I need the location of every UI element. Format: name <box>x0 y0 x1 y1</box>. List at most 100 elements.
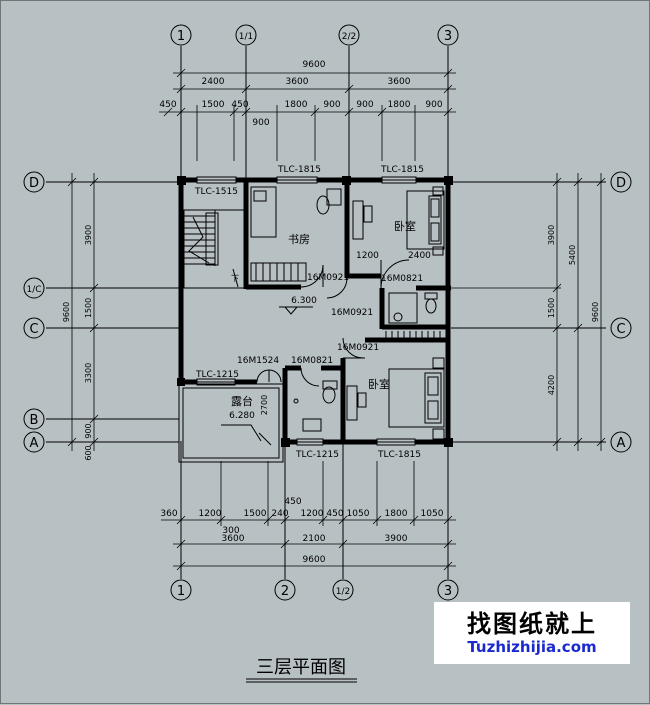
window-label: TLC-1515 <box>194 187 238 197</box>
left-dimensions: 3900 1500 3300 900 600 9600 <box>62 173 99 461</box>
dim-bottom-row1: 240 <box>271 509 288 519</box>
terrace: 露台 6.280 <box>178 383 284 463</box>
brand-slogan: 找图纸就上 <box>467 610 597 638</box>
dim-top-row1: 3600 <box>388 77 411 87</box>
dim-bottom-small: 300 <box>222 526 239 536</box>
axis-label-right: A <box>617 436 626 451</box>
brand-url: Tuzhizhijia.com <box>467 638 597 656</box>
dim-left-row1: 3300 <box>84 363 93 383</box>
axis-label-left: B <box>30 413 39 428</box>
dim-bottom-small: 450 <box>284 497 301 507</box>
dim-top-row1: 3600 <box>286 77 309 87</box>
dim-bottom-row1: 1050 <box>347 509 370 519</box>
dim-top-extra: 900 <box>252 118 269 128</box>
dim-right-row2: 5400 <box>568 245 577 265</box>
window-label: TLC-1815 <box>277 165 321 175</box>
dim-bottom-row2: 2100 <box>303 534 326 544</box>
window-label: TLC-1215 <box>295 450 339 460</box>
axis-label-left: 1/C <box>26 285 41 295</box>
window-label: TLC-1815 <box>377 450 421 460</box>
dim-bottom-row1: 1050 <box>421 509 444 519</box>
dim-top-total: 9600 <box>303 60 326 70</box>
bedroom-bottom-furniture: 卧室 <box>346 357 445 440</box>
dim-top-row2: 900 <box>356 100 373 110</box>
inner-dim: 2700 <box>260 395 269 415</box>
elev-main: 6.300 <box>291 296 317 306</box>
dim-top-row2: 1800 <box>388 100 411 110</box>
doors <box>256 259 410 387</box>
dim-top-row2: 900 <box>425 100 442 110</box>
dim-top-row1: 2400 <box>202 77 225 87</box>
axis-lines <box>46 46 606 579</box>
bath-lower-fixtures <box>293 380 338 432</box>
dim-left-total: 9600 <box>62 302 71 322</box>
door-label: 16M0921 <box>307 273 349 283</box>
dim-bottom-row1: 1200 <box>199 509 222 519</box>
dim-top-row2: 1500 <box>202 100 225 110</box>
axis-label-left: D <box>29 176 39 191</box>
axis-label-left: A <box>30 436 39 451</box>
drawing-title: 三层平面图 <box>256 657 346 678</box>
door-label: 16M1524 <box>237 356 279 366</box>
right-dimensions: 3900 1500 4200 5400 9600 <box>451 173 606 451</box>
dim-bottom-row1: 1800 <box>385 509 408 519</box>
axis-label-left: C <box>29 322 38 337</box>
axis-label-bottom: 2 <box>281 584 289 599</box>
dim-bottom-row2: 3600 <box>222 534 245 544</box>
door-label: 16M0921 <box>331 308 373 318</box>
walls <box>177 176 453 447</box>
door-label: 16M0821 <box>381 274 423 284</box>
left-axis-bubbles: D 1/C C B A <box>23 171 45 453</box>
dim-bottom-row1: 1200 <box>301 509 324 519</box>
bedroom-top-furniture: 卧室 <box>352 186 445 256</box>
dim-right-total: 9600 <box>591 302 600 322</box>
bottom-axis-bubbles: 1 2 1/2 3 <box>170 579 459 601</box>
axis-label-top: 1/1 <box>239 32 253 42</box>
inner-dim: 1200 <box>356 251 379 261</box>
top-dimensions: 9600 2400 3600 3600 450 1500 450 1800 90… <box>159 60 456 161</box>
elevation-mark: 6.300 <box>279 296 317 315</box>
room-bedroom-top: 卧室 <box>394 219 416 233</box>
door-label: 16M0821 <box>291 356 333 366</box>
door-label: 16M0921 <box>337 343 379 353</box>
watermark-logo: 找图纸就上 Tuzhizhijia.com <box>434 602 630 664</box>
dim-top-row2: 1800 <box>285 100 308 110</box>
room-bedroom-bottom: 卧室 <box>368 377 390 391</box>
dim-left-row1: 1500 <box>84 298 93 318</box>
dim-top-row2: 900 <box>323 100 340 110</box>
study-furniture: 书房 <box>250 186 342 282</box>
window-label: TLC-1815 <box>380 165 424 175</box>
dim-right-row1: 4200 <box>547 375 556 395</box>
axis-label-top: 1 <box>177 29 185 44</box>
axis-label-bottom: 1 <box>177 584 185 599</box>
dim-top-row2: 450 <box>231 100 248 110</box>
axis-label-right: D <box>616 176 626 191</box>
dim-bottom-total: 9600 <box>303 555 326 565</box>
dim-bottom-row1: 1500 <box>244 509 267 519</box>
axis-label-right: C <box>616 322 625 337</box>
axis-label-bottom: 3 <box>444 584 452 599</box>
opening-labels: TLC-1515 TLC-1815 TLC-1815 TLC-1215 TLC-… <box>194 165 431 460</box>
staircase: 下 <box>183 209 247 289</box>
windows <box>196 176 417 446</box>
dim-right-row1: 3900 <box>547 225 556 245</box>
elev-terrace: 6.280 <box>229 411 255 421</box>
dim-bottom-row1: 450 <box>326 509 343 519</box>
window-label: TLC-1215 <box>195 370 239 380</box>
bath-upper-fixtures <box>385 292 447 339</box>
dim-left-row1: 3900 <box>84 225 93 245</box>
top-axis-bubbles: 1 1/1 2/2 3 <box>170 24 459 46</box>
bottom-dimensions: 360 1200 1500 240 1200 450 1050 1800 105… <box>160 461 456 571</box>
inner-dim: 2400 <box>408 251 431 261</box>
stair-down-mark: 下 <box>231 274 239 283</box>
right-axis-bubbles: D C A <box>610 171 632 453</box>
dim-left-row1: 900 <box>84 423 93 438</box>
dim-bottom-row2: 3900 <box>385 534 408 544</box>
room-terrace: 露台 <box>231 394 253 408</box>
dim-right-row1: 1500 <box>547 298 556 318</box>
room-study: 书房 <box>288 233 310 246</box>
axis-label-bottom: 1/2 <box>336 587 350 597</box>
axis-label-top: 2/2 <box>342 32 356 42</box>
